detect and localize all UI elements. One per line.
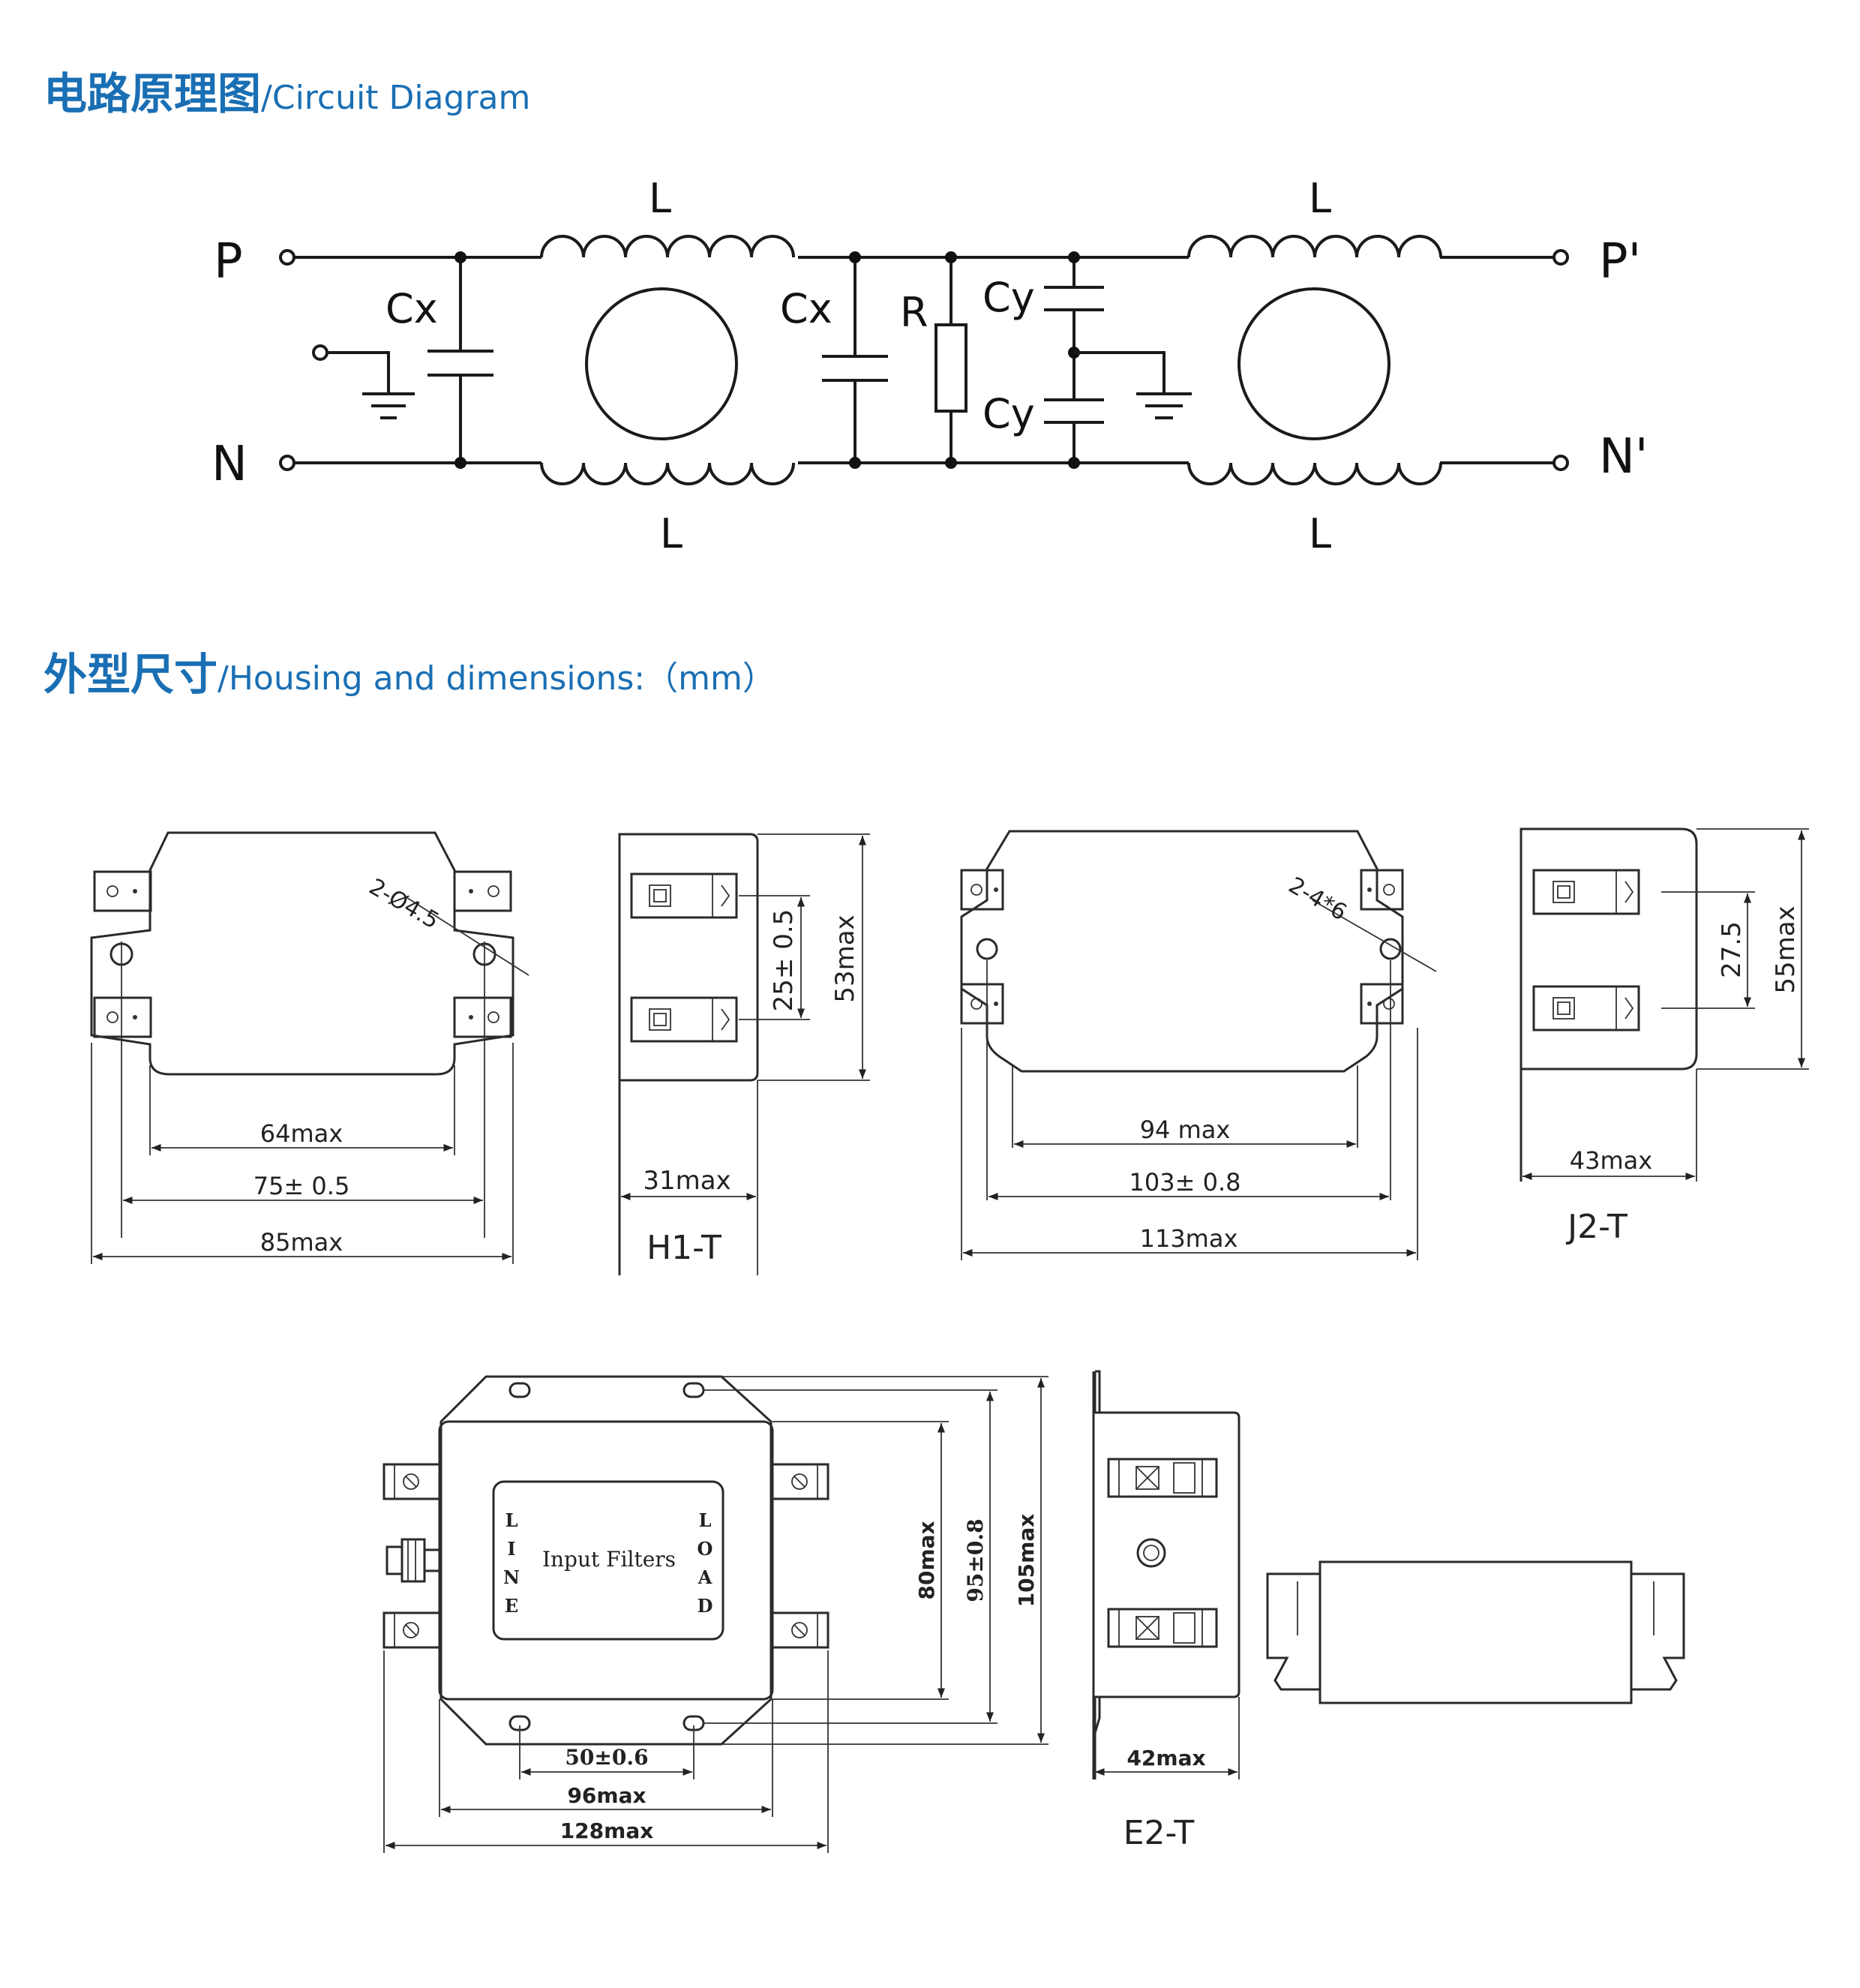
label-line-letter-4: E — [505, 1595, 518, 1617]
label-load-letter-1: L — [699, 1509, 712, 1531]
capacitor-cx-1 — [428, 251, 494, 469]
common-mode-choke-left — [540, 235, 795, 485]
capacitor-cy-pair — [1044, 251, 1104, 469]
terminal-n-out-label: N' — [1599, 429, 1648, 485]
common-mode-choke-right — [1187, 235, 1442, 485]
ground-symbol-right — [1074, 351, 1192, 419]
j2t-width-inner-label: 94 max — [1140, 1116, 1231, 1144]
inductor-l-bottom-right-label: L — [1309, 510, 1331, 557]
h1t-model-label: H1-T — [646, 1229, 722, 1267]
h1t-terminal-spacing-label: 25± 0.5 — [769, 909, 799, 1012]
h1t-dimension-lines — [91, 1043, 514, 1264]
j2t-depth-label: 43max — [1570, 1146, 1652, 1175]
label-line-letter-2: I — [507, 1538, 515, 1560]
h1t-height-label: 53max — [830, 914, 860, 1002]
inductor-l-top-right-label: L — [1309, 175, 1331, 222]
label-load-letter-3: A — [698, 1566, 712, 1588]
cy-bottom-label: Cy — [982, 390, 1035, 437]
inductor-l-bottom-left-label: L — [660, 510, 682, 557]
j2t-front-view — [960, 830, 1437, 1260]
resistor-r-label: R — [900, 289, 928, 336]
cy-top-label: Cy — [982, 274, 1035, 321]
terminal-n-label: N — [212, 437, 248, 492]
e2t-label-load: L O A D — [698, 1509, 713, 1617]
j2t-height-label: 55max — [1771, 905, 1801, 993]
j2t-model-label: J2-T — [1565, 1208, 1628, 1246]
terminal-p-label: P — [214, 234, 243, 290]
housing-title-cn: 外型尺寸 — [44, 649, 218, 700]
e2t-side-view — [1092, 1370, 1240, 1779]
e2t-body-width-label: 96max — [567, 1783, 646, 1808]
e2t-bottom-view — [1266, 1560, 1685, 1704]
circuit-diagram: P N P' N' Cx L L — [212, 175, 1648, 557]
label-line-letter-3: N — [503, 1566, 520, 1588]
e2t-height-95-label: 95±0.8 — [963, 1518, 988, 1602]
cx-2-label: Cx — [780, 285, 832, 332]
h1t-front-view — [90, 831, 530, 1238]
j2t-side-view — [1520, 827, 1809, 1182]
cx-1-label: Cx — [386, 285, 438, 332]
resistor-r — [934, 251, 968, 469]
ground-symbol-left — [327, 351, 415, 419]
j2t-pitch-label: 103± 0.8 — [1130, 1168, 1241, 1197]
e2t-height-105-label: 105max — [1014, 1514, 1039, 1608]
circuit-title-en: /Circuit Diagram — [261, 79, 531, 117]
j2t-terminal-spacing-label: 27.5 — [1717, 921, 1747, 978]
e2t-height-80-label: 80max — [914, 1521, 939, 1599]
housing-title-en: /Housing and dimensions:（mm） — [218, 659, 776, 698]
e2t-depth-label: 42max — [1126, 1746, 1205, 1770]
e2t-hole-pitch-label: 50±0.6 — [565, 1745, 648, 1770]
housing-dimensions-title: 外型尺寸/Housing and dimensions:（mm） — [44, 639, 776, 702]
h1t-width-inner-label: 64max — [260, 1119, 343, 1148]
e2t-front-view — [382, 1375, 1048, 1853]
e2t-total-width-label: 128max — [560, 1818, 654, 1843]
label-line-letter-1: L — [506, 1509, 518, 1531]
terminal-p-out-label: P' — [1599, 234, 1641, 290]
circuit-diagram-title: 电路原理图/Circuit Diagram — [44, 59, 530, 122]
j2t-width-outer-label: 113max — [1140, 1224, 1238, 1253]
inductor-l-top-left-label: L — [649, 175, 671, 222]
h1t-side-view — [618, 833, 870, 1275]
j2t-hole-label: 2-4*6 — [1284, 872, 1351, 926]
terminal-circles — [279, 249, 1569, 471]
e2t-input-filters-label: Input Filters — [542, 1547, 676, 1572]
circuit-title-cn: 电路原理图 — [44, 68, 262, 119]
label-load-letter-2: O — [698, 1538, 713, 1560]
e2t-model-label: E2-T — [1124, 1814, 1195, 1852]
h1t-depth-label: 31max — [643, 1166, 730, 1196]
capacitor-cx-2 — [822, 251, 888, 469]
h1t-hole-label: 2-Ø4.5 — [364, 874, 443, 935]
h1t-pitch-label: 75± 0.5 — [254, 1172, 350, 1200]
e2t-label-line: L I N E — [503, 1509, 520, 1617]
label-load-letter-4: D — [698, 1595, 713, 1617]
h1t-width-outer-label: 85max — [260, 1228, 343, 1257]
circuit-wires — [295, 256, 1553, 464]
